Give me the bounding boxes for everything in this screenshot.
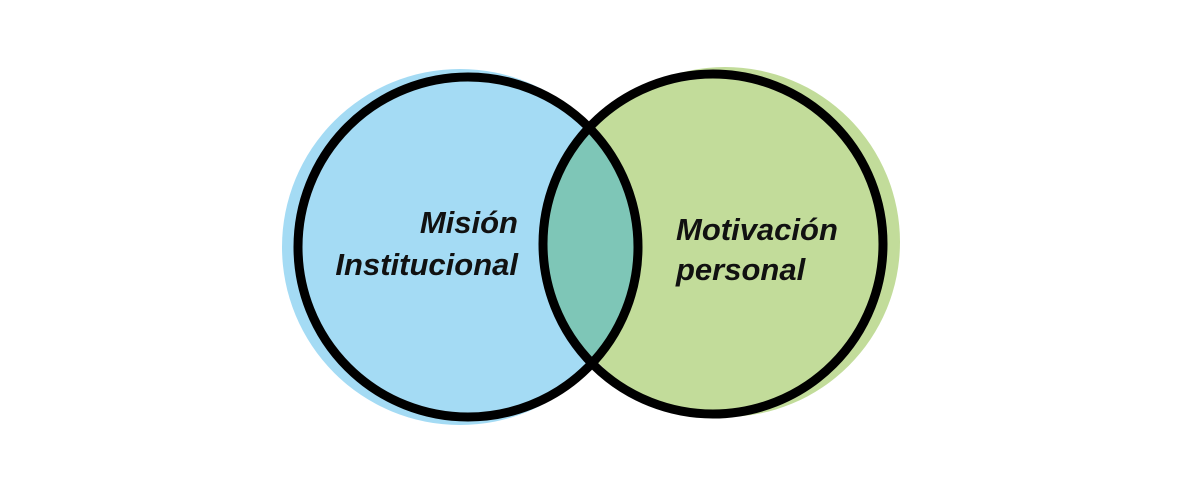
right-set-label-line-1: Motivación [676,212,838,247]
right-set-label-line-2: personal [675,252,807,287]
left-circle-fill [282,69,638,425]
left-set-label-line-2: Institucional [335,247,519,282]
left-circle-outline [293,72,643,422]
right-circle-outline [538,69,888,419]
left-set-label-line-1: Misión [420,205,518,240]
right-circle-fill [550,67,900,417]
